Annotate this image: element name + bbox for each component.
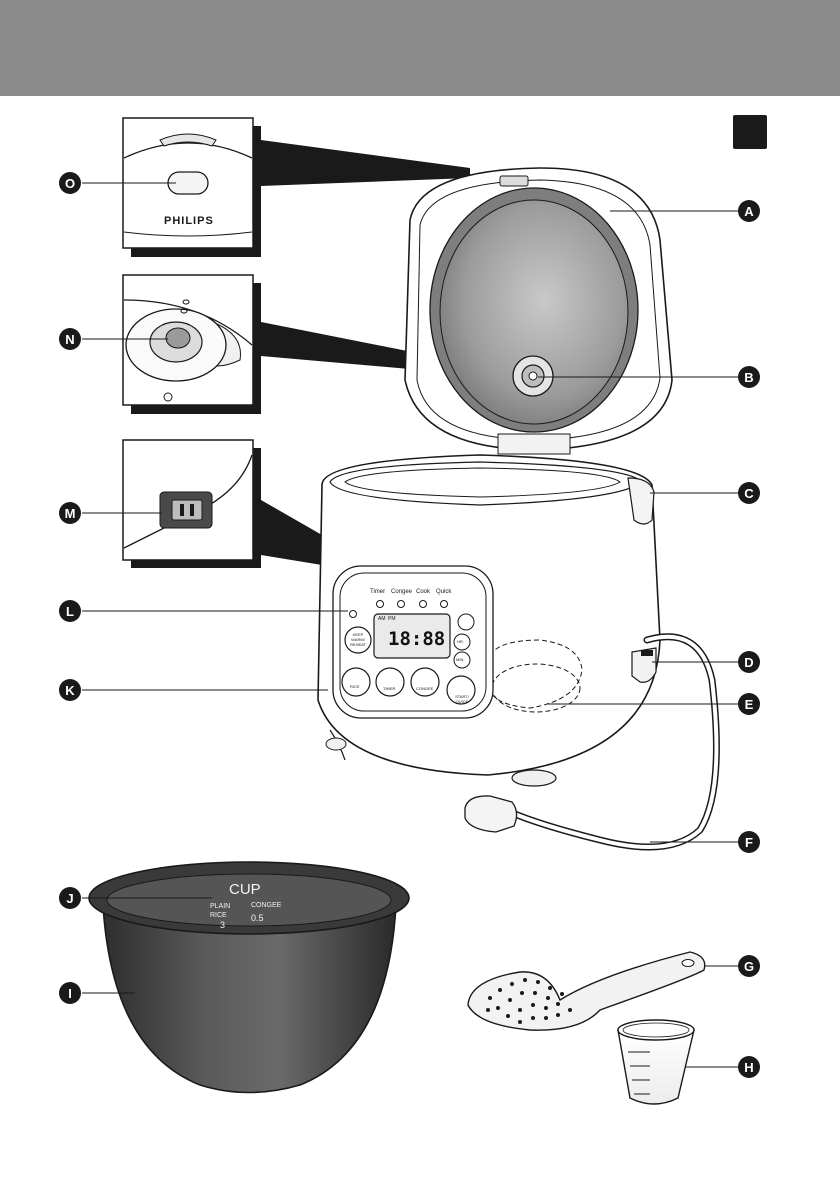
inset-lid-release [123, 118, 261, 257]
callout-b: B [738, 366, 760, 388]
spatula [468, 952, 705, 1030]
pot-unit: CUP [229, 881, 261, 898]
indicator-quick: Quick [436, 589, 451, 595]
callout-m: M [59, 502, 81, 524]
inset-m-connector [261, 500, 322, 565]
callout-a: A [738, 200, 760, 222]
inset-steam-vent [123, 275, 261, 414]
display-am: AM [378, 616, 386, 622]
timer-button-label: TIMER [383, 686, 395, 691]
brand-logo: PHILIPS [164, 215, 214, 227]
callout-e: E [738, 693, 760, 715]
inset-o-connector [261, 140, 470, 186]
callout-h: H [738, 1056, 760, 1078]
callout-n: N [59, 328, 81, 350]
pot-left-label: PLAIN RICE [210, 902, 232, 920]
callout-o: O [59, 172, 81, 194]
display-pm: PM [388, 616, 396, 622]
callout-j: J [59, 887, 81, 909]
indicator-cook: Cook [416, 589, 430, 595]
congee-button-label: CONGEE [416, 686, 433, 691]
callout-g: G [738, 955, 760, 977]
start-quick-button-label: START/ QUICK [454, 694, 470, 704]
callout-f: F [738, 831, 760, 853]
callout-i: I [59, 982, 81, 1004]
min-button-label: MIN. [456, 657, 464, 662]
callout-l: L [59, 600, 81, 622]
pot-right-label: CONGEE [251, 902, 281, 909]
indicator-timer: Timer [370, 589, 385, 595]
callout-k: K [59, 679, 81, 701]
callout-c: C [738, 482, 760, 504]
pot-right-value: 0.5 [251, 913, 264, 923]
keep-warm-button-label: KEEP WARM/ REHEAT [348, 632, 368, 647]
pot-left-value: 3 [220, 920, 225, 930]
callout-d: D [738, 651, 760, 673]
indicator-congee: Congee [391, 589, 412, 595]
hr-button-label: HR. [457, 639, 464, 644]
lcd-display: 18:88 [388, 628, 445, 650]
measuring-cup [618, 1020, 694, 1104]
rice-button-label: RICE [350, 684, 360, 689]
inset-socket [123, 440, 261, 568]
